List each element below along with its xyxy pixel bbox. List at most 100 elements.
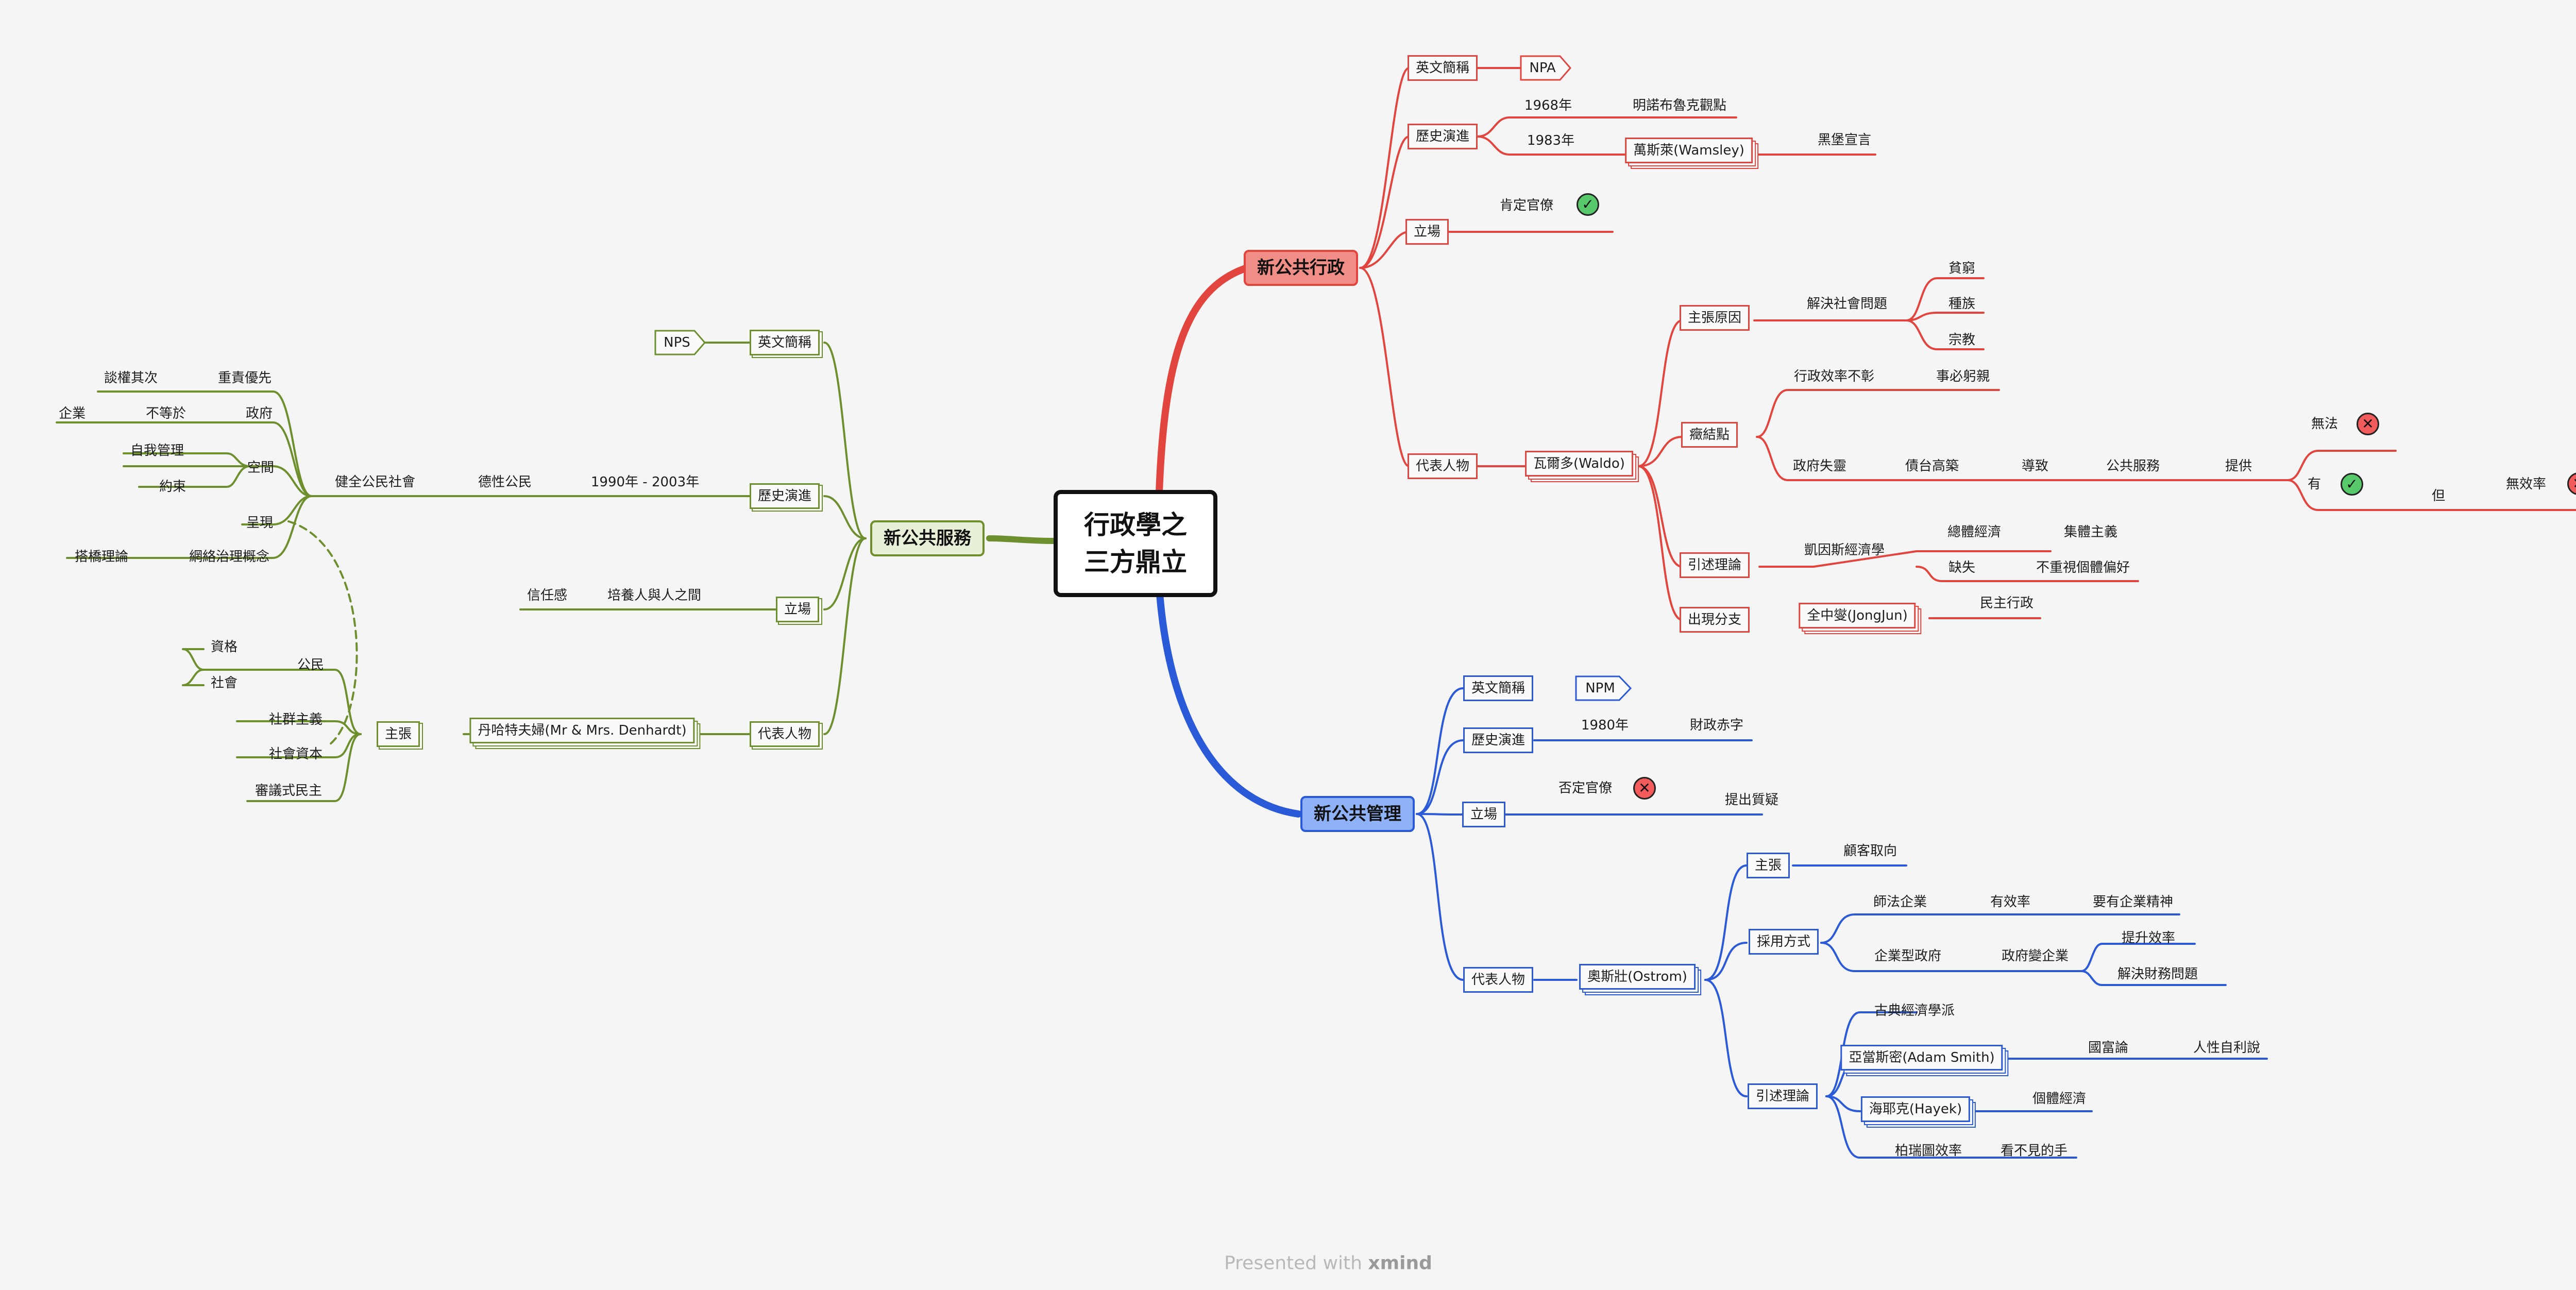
npm-micro[interactable]: 個體經濟 — [2032, 1091, 2087, 1107]
nps-network-concept[interactable]: 網絡治理概念 — [189, 549, 270, 565]
npm-pareto[interactable]: 柏瑞圖效率 — [1894, 1143, 1962, 1159]
npa-year-1968[interactable]: 1968年 — [1524, 98, 1572, 113]
npa-gov-fail[interactable]: 政府失靈 — [1792, 459, 1847, 474]
npa-jongjun[interactable]: 全中燮(JongJun) — [1799, 603, 1916, 629]
npm-hayek[interactable]: 海耶克(Hayek) — [1860, 1096, 1971, 1122]
npm-effective[interactable]: 有效率 — [1990, 894, 2031, 910]
npm-claim-value[interactable]: 顧客取向 — [1843, 843, 1897, 859]
npa-no-method[interactable]: 無法 — [2311, 416, 2338, 432]
npm-deficit[interactable]: 財政赤字 — [1689, 718, 1744, 733]
nps-qualification[interactable]: 資格 — [210, 639, 238, 655]
nps-communitarian[interactable]: 社群主義 — [268, 712, 323, 727]
nps-network-theory[interactable]: 搭橋理論 — [74, 549, 129, 565]
nps-social-capital[interactable]: 社會資本 — [268, 746, 323, 762]
npa-public-service[interactable]: 公共服務 — [2106, 459, 2160, 474]
npa-stance-label[interactable]: 立場 — [1405, 219, 1449, 245]
npm-classical[interactable]: 古典經濟學派 — [1874, 1003, 1955, 1019]
nps-deliberative[interactable]: 審議式民主 — [255, 783, 323, 799]
nps-cultivate[interactable]: 培養人與人之間 — [607, 588, 702, 603]
nps-constraint[interactable]: 約束 — [159, 479, 187, 495]
npm-english-value: NPM — [1585, 681, 1615, 696]
npm-stance-value[interactable]: 否定官僚 — [1558, 780, 1613, 796]
nps-disc-power[interactable]: 談權其次 — [104, 370, 158, 386]
npa-reason-item-2[interactable]: 種族 — [1948, 296, 1976, 312]
npa-macro[interactable]: 總體經濟 — [1947, 524, 2002, 540]
npa-debt[interactable]: 債台高築 — [1905, 459, 1959, 474]
npa-year-1983[interactable]: 1983年 — [1527, 133, 1575, 148]
npa-flaw-note[interactable]: 不重視個體偏好 — [2036, 560, 2130, 575]
npm-theory-label[interactable]: 引述理論 — [1747, 1083, 1818, 1109]
npa-split-label[interactable]: 出現分支 — [1679, 607, 1750, 633]
npa-history-label[interactable]: 歷史演進 — [1407, 124, 1478, 149]
npa-reason-item-3[interactable]: 宗教 — [1948, 332, 1976, 348]
nps-denhardt[interactable]: 丹哈特夫婦(Mr & Mrs. Denhardt) — [469, 718, 695, 743]
npa-english-label[interactable]: 英文簡稱 — [1407, 55, 1478, 81]
npm-question[interactable]: 提出質疑 — [1724, 792, 1779, 808]
npa-lead-to[interactable]: 導致 — [2021, 459, 2049, 474]
npa-rep-label[interactable]: 代表人物 — [1407, 453, 1478, 479]
npa-wamsley[interactable]: 萬斯萊(Wamsley) — [1625, 138, 1753, 163]
npa-reason-value[interactable]: 解決社會問題 — [1806, 296, 1888, 312]
central-topic[interactable]: 行政學之 三方鼎立 — [1054, 490, 1217, 597]
npm-method-label[interactable]: 採用方式 — [1748, 929, 1819, 955]
branch-npm[interactable]: 新公共管理 — [1300, 796, 1415, 832]
nps-history-label[interactable]: 歷史演進 — [749, 483, 820, 509]
nps-enterprise[interactable]: 企業 — [58, 406, 86, 421]
nps-rep-label[interactable]: 代表人物 — [749, 721, 820, 747]
branch-nps[interactable]: 新公共服務 — [870, 520, 985, 556]
npm-wealth[interactable]: 國富論 — [2088, 1040, 2129, 1056]
npm-claim-label[interactable]: 主張 — [1746, 853, 1790, 878]
nps-citizen[interactable]: 公民 — [297, 657, 325, 673]
npa-but[interactable]: 但 — [2431, 488, 2446, 504]
npm-learn-business[interactable]: 師法企業 — [1873, 894, 1927, 910]
npm-entrepreneurial[interactable]: 要有企業精神 — [2092, 894, 2174, 910]
nps-government[interactable]: 政府 — [245, 406, 273, 421]
npa-theory-label[interactable]: 引述理論 — [1679, 552, 1750, 578]
npa-efficiency[interactable]: 行政效率不彰 — [1793, 369, 1875, 384]
nps-present[interactable]: 呈現 — [246, 515, 274, 531]
npm-invisible-hand[interactable]: 看不見的手 — [2000, 1143, 2068, 1159]
npa-keynes[interactable]: 凱因斯經濟學 — [1804, 542, 1885, 558]
nps-years[interactable]: 1990年 - 2003年 — [590, 474, 700, 490]
nps-duty-first[interactable]: 重責優先 — [217, 370, 272, 386]
npm-ostrom[interactable]: 奧斯壯(Ostrom) — [1579, 964, 1696, 990]
npa-blacksburg[interactable]: 黑堡宣言 — [1817, 132, 1872, 148]
nps-civic[interactable]: 德性公民 — [478, 474, 532, 490]
npm-gov-business[interactable]: 政府變企業 — [2001, 948, 2069, 964]
nps-english-label[interactable]: 英文簡稱 — [749, 330, 820, 355]
nps-trust[interactable]: 信任感 — [527, 588, 568, 603]
npa-conclusion-label[interactable]: 癥結點 — [1681, 422, 1738, 448]
nps-healthy-society[interactable]: 健全公民社會 — [334, 474, 416, 490]
nps-stance-label[interactable]: 立場 — [775, 597, 820, 622]
npa-have[interactable]: 有 — [2307, 477, 2321, 492]
nps-not-equal[interactable]: 不等於 — [145, 406, 187, 421]
npm-stance-label[interactable]: 立場 — [1462, 802, 1506, 827]
xmind-footer[interactable]: Presented with xmind — [1224, 1253, 1432, 1274]
npa-inefficient[interactable]: 無效率 — [2505, 477, 2547, 492]
npa-reason-item-1[interactable]: 貧窮 — [1948, 261, 1976, 276]
npa-flaw[interactable]: 缺失 — [1948, 560, 1976, 575]
npm-rep-label[interactable]: 代表人物 — [1463, 967, 1534, 993]
npa-minnowbrook[interactable]: 明諾布魯克觀點 — [1632, 98, 1727, 113]
npm-fiscal[interactable]: 解決財務問題 — [2117, 966, 2198, 982]
npa-collectivism[interactable]: 集體主義 — [2063, 524, 2118, 540]
branch-npa[interactable]: 新公共行政 — [1244, 250, 1358, 286]
nps-society[interactable]: 社會 — [210, 675, 238, 691]
npa-democratic-admin[interactable]: 民主行政 — [1979, 596, 2034, 611]
nps-space[interactable]: 空間 — [247, 460, 275, 476]
npa-waldo[interactable]: 瓦爾多(Waldo) — [1525, 451, 1633, 477]
npa-stance-value[interactable]: 肯定官僚 — [1499, 198, 1554, 213]
npa-efficiency-note[interactable]: 事必躬親 — [1936, 369, 1990, 384]
npm-raise-eff[interactable]: 提升效率 — [2121, 930, 2176, 946]
npm-self-interest[interactable]: 人性自利說 — [2193, 1040, 2261, 1056]
npm-history-label[interactable]: 歷史演進 — [1463, 727, 1534, 753]
npa-reason-label[interactable]: 主張原因 — [1679, 305, 1750, 331]
central-title-line1: 行政學之 — [1084, 510, 1187, 540]
npa-provide[interactable]: 提供 — [2225, 459, 2252, 474]
nps-claim-label[interactable]: 主張 — [376, 721, 420, 747]
npm-english-label[interactable]: 英文簡稱 — [1463, 675, 1534, 701]
npm-year-1980[interactable]: 1980年 — [1581, 718, 1629, 733]
npm-enterprise-gov[interactable]: 企業型政府 — [1874, 948, 1942, 964]
npm-adam-smith[interactable]: 亞當斯密(Adam Smith) — [1840, 1045, 2003, 1071]
nps-self-manage[interactable]: 自我管理 — [130, 443, 184, 459]
